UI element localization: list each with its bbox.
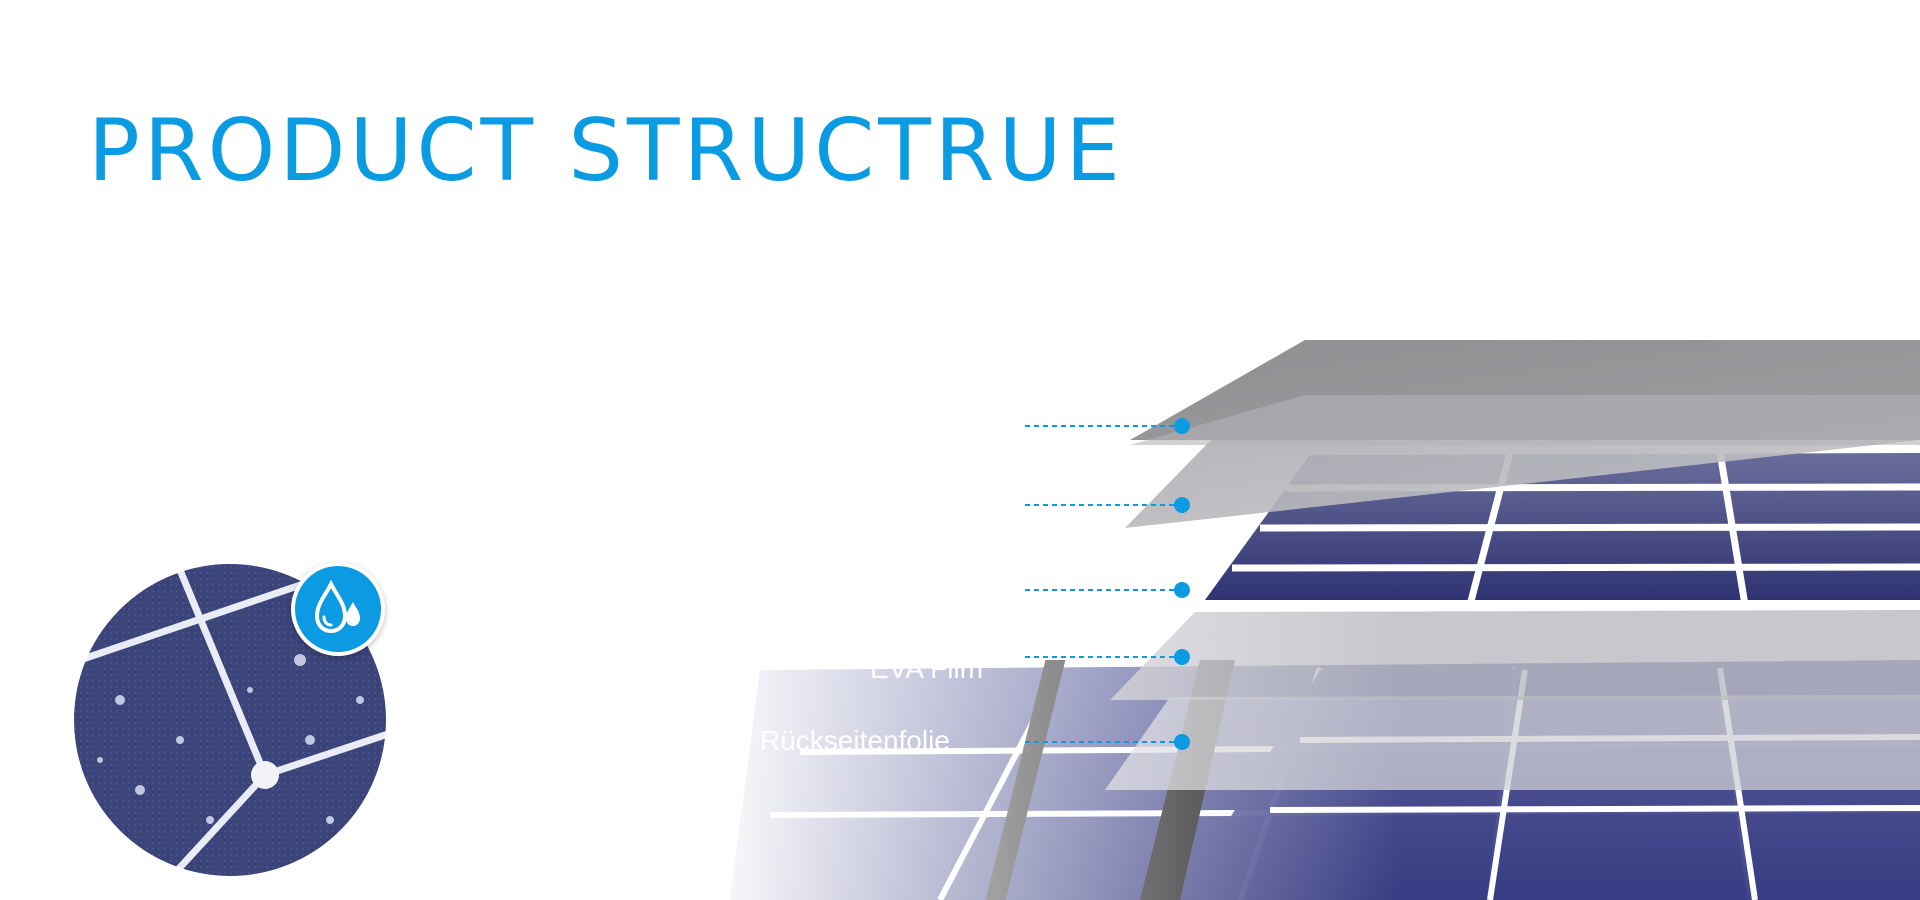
waterproof-badge: [291, 562, 385, 656]
water-drops-icon: [314, 579, 360, 634]
pointer-dot: [1174, 418, 1190, 434]
pointer-dot: [1174, 497, 1190, 513]
layer-label-back-sheet: Rückseitenfolie: [760, 725, 950, 756]
waterproof-detail-image: [73, 563, 387, 877]
page-title: PRODUCT STRUCTRUE: [88, 101, 1124, 201]
layer-label-eva: EVA Film: [870, 653, 984, 684]
layer-pointers: [1025, 425, 1180, 743]
pointer-dot: [1174, 734, 1190, 750]
pointer-dot: [1174, 582, 1190, 598]
pointer-dot: [1174, 649, 1190, 665]
